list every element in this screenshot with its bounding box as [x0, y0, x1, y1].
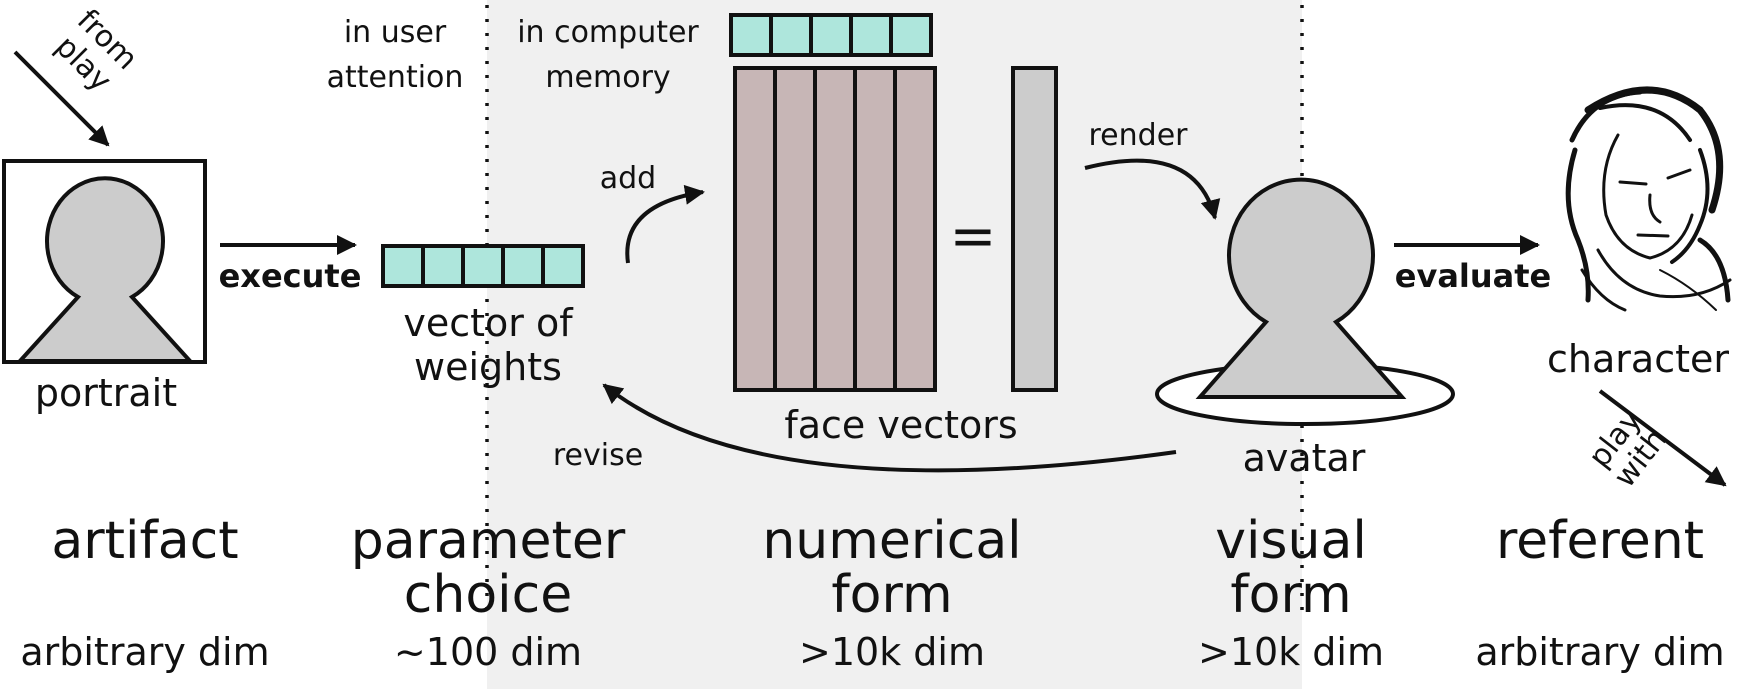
revise-label: revise	[553, 438, 643, 473]
result-vector	[1011, 66, 1058, 392]
revise-arrow	[602, 383, 1177, 473]
add-arrow	[625, 184, 705, 264]
portrait-label: portrait	[35, 371, 177, 415]
face-vector-column	[853, 66, 897, 392]
avatar-silhouette	[1195, 177, 1407, 399]
weight-cell	[461, 244, 505, 288]
face-vector-column	[733, 66, 777, 392]
computer-memory-label-line1: in computer	[517, 15, 699, 50]
stage-artifact-dim: arbitrary dim	[20, 630, 269, 674]
weight-cell	[501, 244, 545, 288]
weights-vector	[381, 244, 585, 288]
vector-label-line1: vector of	[403, 301, 574, 345]
stage-parameter-dim: ~100 dim	[394, 630, 582, 674]
stage-visual-title-line1: visual	[1215, 511, 1367, 571]
weight-cell	[849, 13, 893, 57]
stage-referent-dim: arbitrary dim	[1475, 630, 1724, 674]
stage-numerical-title-line1: numerical	[762, 511, 1021, 571]
stage-visual-title-line2: form	[1230, 565, 1351, 625]
stage-numerical-dim: >10k dim	[799, 630, 985, 674]
stage-parameter-title-line1: parameter	[351, 511, 626, 571]
face-vector-column	[773, 66, 817, 392]
add-label: add	[600, 161, 656, 196]
portrait-silhouette	[15, 176, 195, 363]
render-arrow	[1084, 158, 1221, 220]
weight-cell	[421, 244, 465, 288]
character-sketch	[1565, 86, 1732, 312]
stage-referent-title: referent	[1496, 511, 1704, 571]
user-attention-label-line2: attention	[327, 60, 464, 95]
play-with-arrow	[1598, 389, 1727, 487]
weight-cell	[381, 244, 425, 288]
stage-numerical-title-line2: form	[831, 565, 952, 625]
render-label: render	[1089, 118, 1189, 153]
weight-cell	[889, 13, 933, 57]
stage-parameter-title-line2: choice	[404, 565, 572, 625]
face-vectors-matrix	[733, 66, 937, 392]
face-vectors-label: face vectors	[784, 403, 1017, 447]
face-vector-column	[893, 66, 937, 392]
stage-visual-dim: >10k dim	[1198, 630, 1384, 674]
execute-label: execute	[219, 257, 362, 295]
face-vector-column	[813, 66, 857, 392]
stage-artifact-title: artifact	[51, 511, 238, 571]
weight-cell	[729, 13, 773, 57]
evaluate-label: evaluate	[1395, 257, 1552, 295]
user-attention-label-line1: in user	[344, 15, 447, 50]
weight-cell	[809, 13, 853, 57]
from-play-arrow	[13, 50, 110, 147]
avatar-label: avatar	[1243, 436, 1366, 480]
weight-cell	[541, 244, 585, 288]
vector-label-line2: weights	[414, 345, 562, 389]
mean-weights-vector	[729, 13, 933, 57]
weight-cell	[769, 13, 813, 57]
equals-sign: =	[950, 204, 997, 269]
character-label: character	[1547, 337, 1729, 381]
computer-memory-label-line2: memory	[545, 60, 670, 95]
